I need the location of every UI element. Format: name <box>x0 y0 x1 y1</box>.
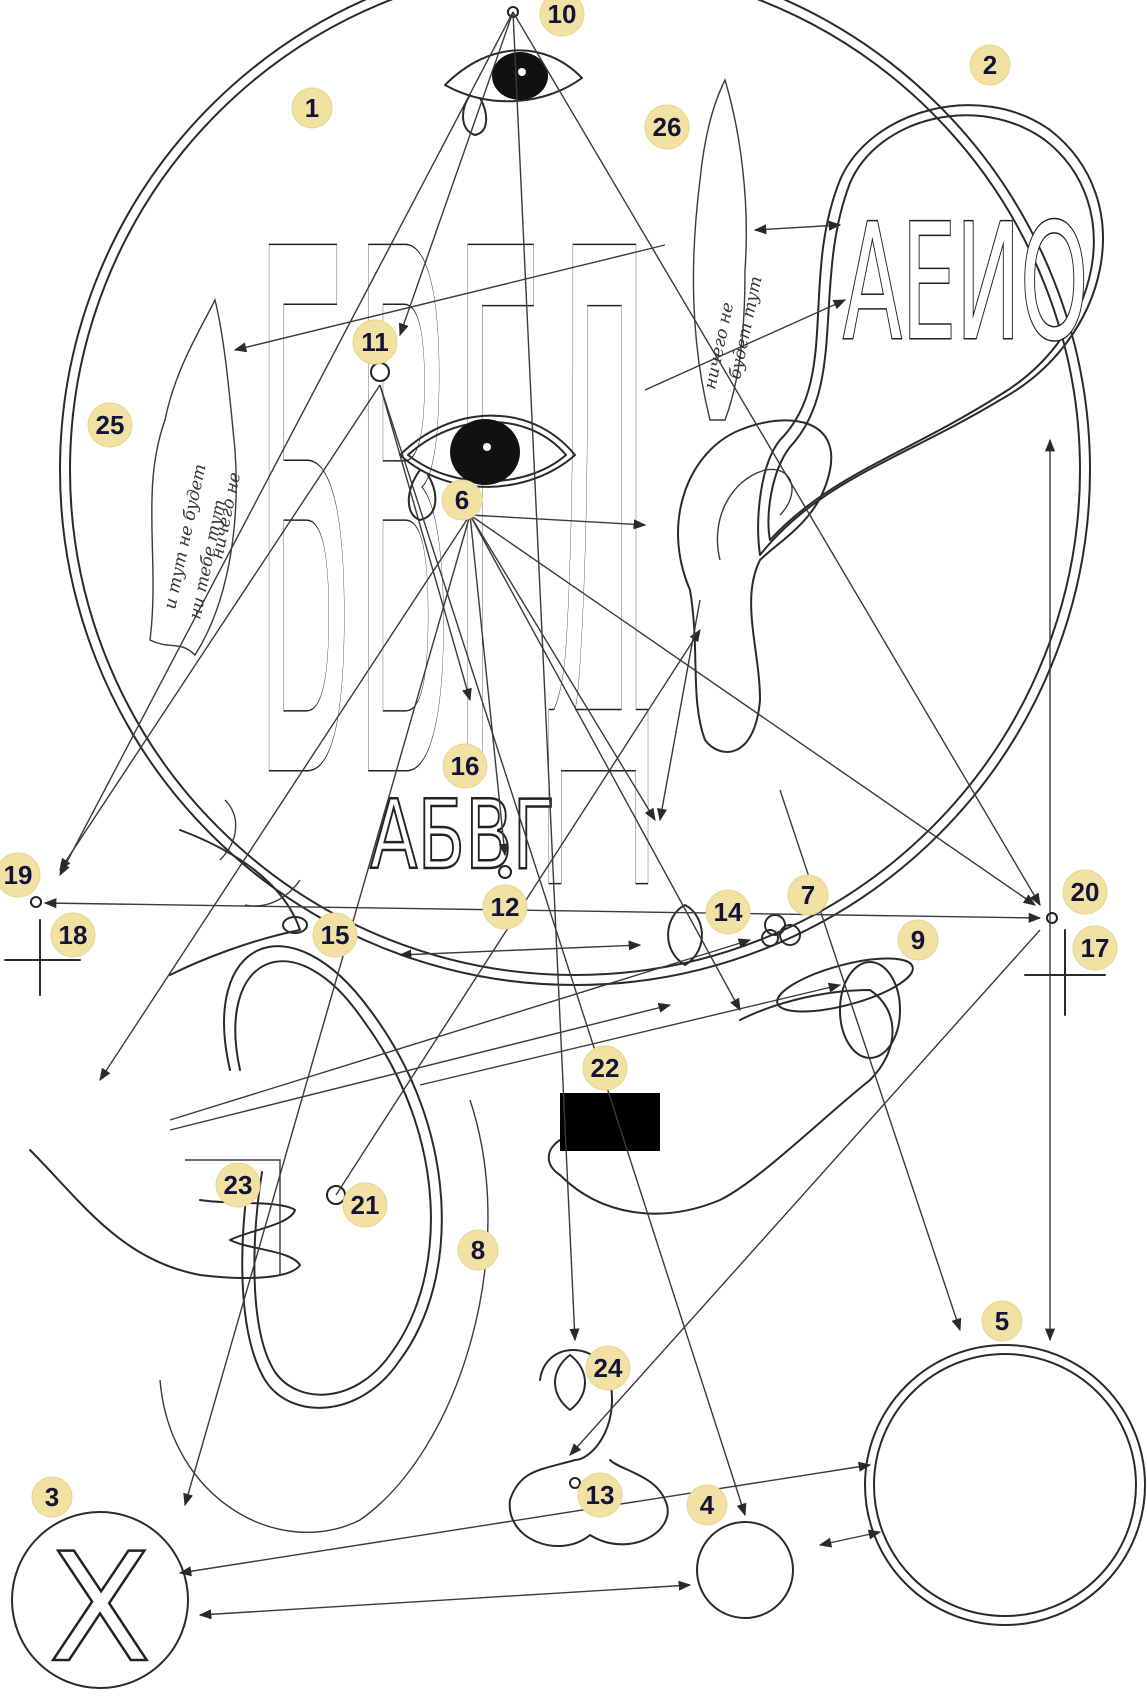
svg-text:5: 5 <box>995 1306 1009 1336</box>
marker-10: 10 <box>540 0 584 36</box>
marker-1: 1 <box>292 88 332 128</box>
marker-8: 8 <box>458 1230 498 1270</box>
svg-text:14: 14 <box>714 897 743 927</box>
svg-text:13: 13 <box>586 1480 615 1510</box>
marker-16: 16 <box>443 744 487 788</box>
black-square-22 <box>560 1093 660 1151</box>
svg-text:22: 22 <box>591 1053 620 1083</box>
dot-12 <box>499 866 511 878</box>
svg-text:25: 25 <box>96 410 125 440</box>
figure-8-shape <box>160 946 488 1532</box>
dot-13 <box>570 1478 580 1488</box>
marker-18: 18 <box>51 913 95 957</box>
svg-text:9: 9 <box>911 925 925 955</box>
marker-20: 20 <box>1063 870 1107 914</box>
marker-12: 12 <box>483 885 527 929</box>
marker-4: 4 <box>687 1485 727 1525</box>
marker-23: 23 <box>216 1163 260 1207</box>
svg-text:23: 23 <box>224 1170 253 1200</box>
marker-26: 26 <box>645 105 689 149</box>
dot-19 <box>31 897 41 907</box>
svg-text:4: 4 <box>700 1490 715 1520</box>
svg-text:16: 16 <box>451 751 480 781</box>
ear-drawing <box>678 420 831 752</box>
svg-text:12: 12 <box>491 892 520 922</box>
svg-text:15: 15 <box>321 920 350 950</box>
marker-9: 9 <box>898 920 938 960</box>
loop-shape-2: АЕИО <box>758 105 1103 555</box>
svg-text:21: 21 <box>351 1190 380 1220</box>
circle-4 <box>697 1522 793 1618</box>
svg-text:2: 2 <box>983 50 997 80</box>
flame-note-26: ничего не будет тут <box>693 80 766 420</box>
marker-3: 3 <box>32 1477 72 1517</box>
svg-text:1: 1 <box>305 93 319 123</box>
row-right-letters: АЕИО <box>843 189 1088 376</box>
svg-text:18: 18 <box>59 920 88 950</box>
marker-25: 25 <box>88 403 132 447</box>
marker-13: 13 <box>578 1473 622 1517</box>
marker-17: 17 <box>1073 926 1117 970</box>
svg-text:26: 26 <box>653 112 682 142</box>
marker-22: 22 <box>583 1046 627 1090</box>
marker-11: 11 <box>353 320 397 364</box>
svg-text:11: 11 <box>361 327 389 357</box>
marker-6: 6 <box>442 480 482 520</box>
marker-24: 24 <box>586 1346 630 1390</box>
marker-14: 14 <box>706 890 750 934</box>
svg-text:19: 19 <box>4 860 33 890</box>
svg-text:17: 17 <box>1081 933 1110 963</box>
marker-7: 7 <box>788 875 828 915</box>
svg-text:3: 3 <box>45 1482 59 1512</box>
svg-text:6: 6 <box>455 485 469 515</box>
circle-5-inner <box>874 1354 1136 1616</box>
left-hand-drawing <box>30 1150 300 1278</box>
circle-3-x: X <box>12 1512 188 1696</box>
svg-text:10: 10 <box>548 0 577 29</box>
row-left-letters: АБВГ <box>370 781 555 891</box>
circle-5 <box>865 1345 1145 1625</box>
marker-19: 19 <box>0 853 40 897</box>
dot-20 <box>1047 913 1057 923</box>
svg-text:8: 8 <box>471 1235 485 1265</box>
svg-text:20: 20 <box>1071 877 1100 907</box>
marker-15: 15 <box>313 913 357 957</box>
marker-2: 2 <box>970 45 1010 85</box>
circle-letter: X <box>49 1522 152 1696</box>
svg-text:24: 24 <box>594 1353 623 1383</box>
flame-note-25: и тут не будет ни тебе тут ничего не <box>150 300 245 655</box>
marker-5: 5 <box>982 1301 1022 1341</box>
bracelet-9 <box>772 948 918 1058</box>
svg-text:7: 7 <box>801 880 815 910</box>
marker-21: 21 <box>343 1183 387 1227</box>
